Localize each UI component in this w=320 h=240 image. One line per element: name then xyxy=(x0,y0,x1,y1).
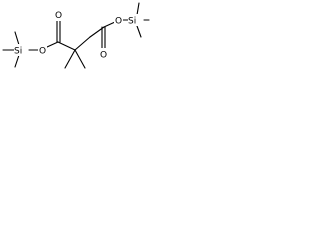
bond-quaternary-methyl-2 xyxy=(74,49,86,69)
atom-o-carbonyl-right: O xyxy=(100,51,107,61)
bond-quaternary-ch2 xyxy=(74,36,91,51)
atom-o-right: O xyxy=(115,17,122,27)
bond-lines xyxy=(2,2,150,69)
atom-mask-si-left xyxy=(14,44,28,56)
bond-si-left-methyl-up xyxy=(14,31,20,46)
atom-mask-o-carbonyl-left xyxy=(54,9,63,21)
bond-si-right-methyl-down xyxy=(136,25,142,38)
atom-mask-o-right xyxy=(114,14,123,26)
atom-mask-o-left xyxy=(38,44,47,56)
atom-mask-o-carbonyl-right xyxy=(100,48,109,60)
atom-mask-si-right xyxy=(128,14,142,26)
atom-si-right: Si xyxy=(128,17,136,27)
atom-labels: Si O O O O Si xyxy=(14,9,142,61)
bond-si-right-methyl-up xyxy=(136,2,140,16)
atom-si-left: Si xyxy=(14,47,22,57)
bond-carbonyl-c-quaternary-c xyxy=(57,41,76,51)
molecule-structure: Si O O O O Si xyxy=(2,2,150,69)
bond-o-left-carbonyl-c xyxy=(46,41,59,48)
bond-si-left-methyl-down xyxy=(14,54,20,68)
atom-o-carbonyl-left: O xyxy=(55,11,62,21)
bond-carbonyl-right-o-right xyxy=(103,21,116,28)
atom-o-left: O xyxy=(39,47,46,57)
bond-quaternary-methyl-1 xyxy=(64,49,76,69)
